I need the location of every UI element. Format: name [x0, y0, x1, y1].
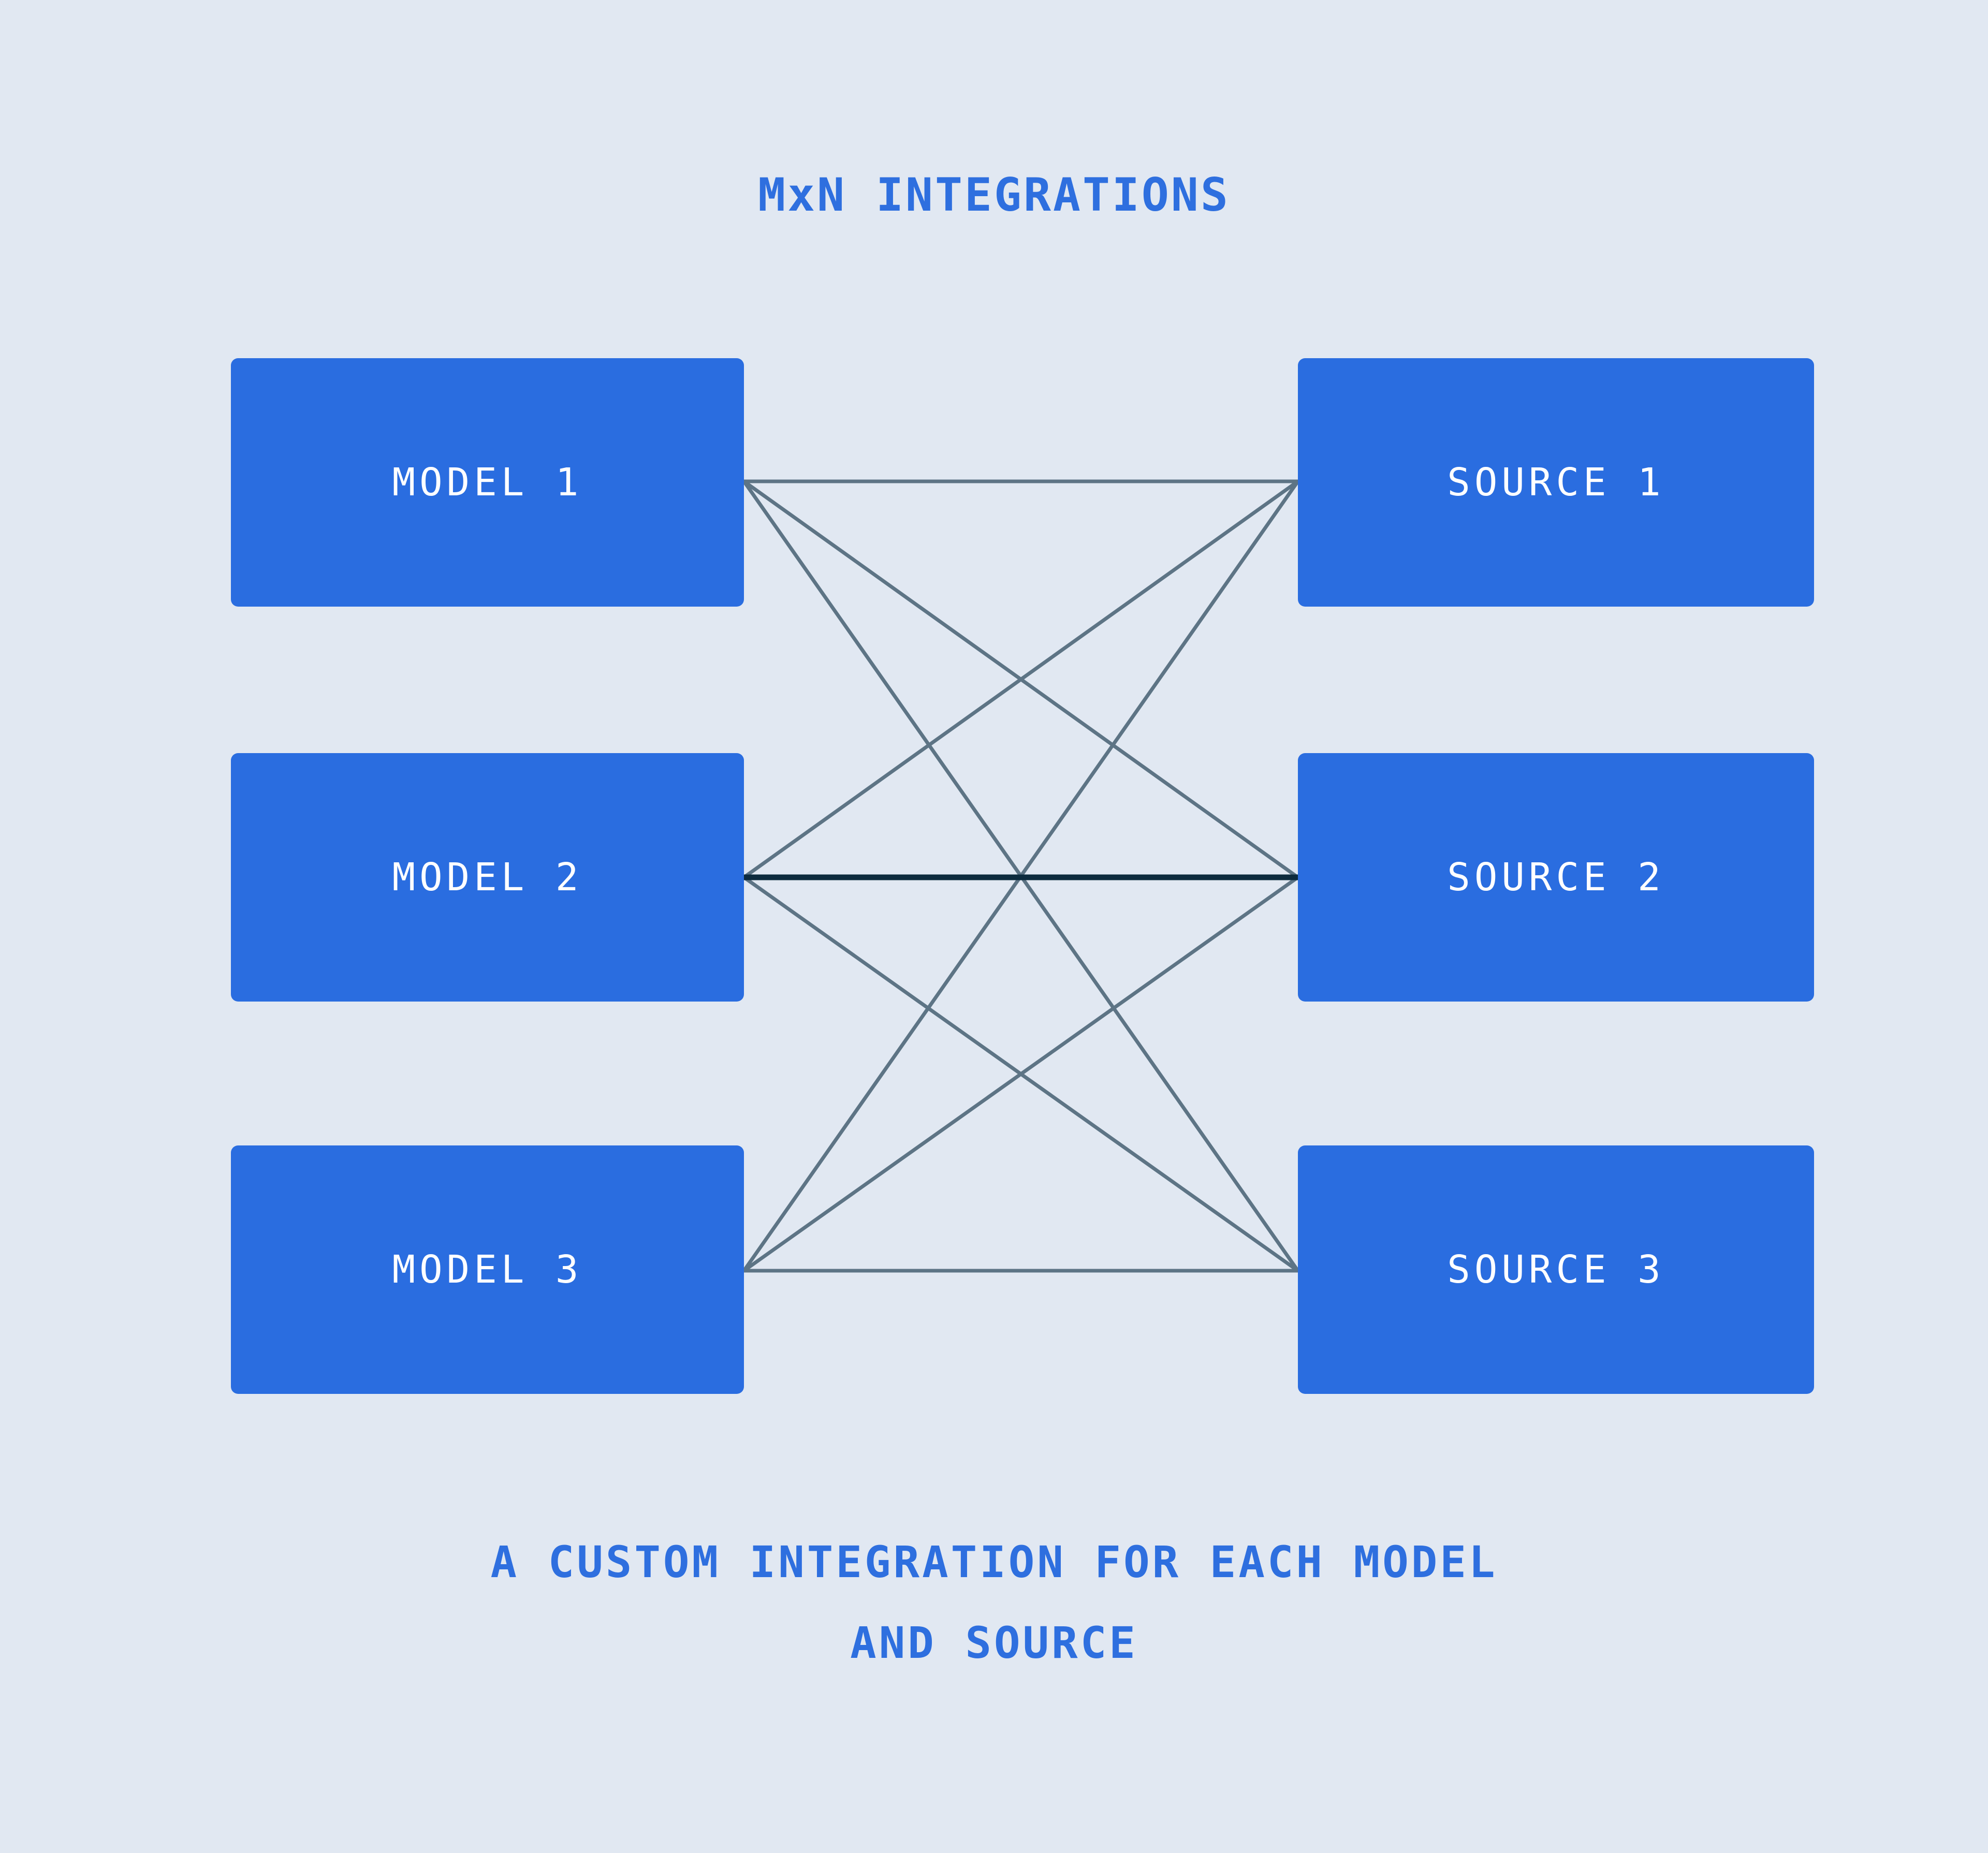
edge-group-normal [742, 479, 1299, 1273]
node-model-3[interactable]: MODEL 3 [231, 1145, 744, 1394]
node-source-3[interactable]: SOURCE 3 [1298, 1145, 1814, 1394]
node-model-2-label: MODEL 2 [392, 855, 583, 900]
node-model-1[interactable]: MODEL 1 [231, 358, 744, 607]
edge-model-3-to-source-2 [742, 876, 1299, 1272]
caption-line-1: A CUSTOM INTEGRATION FOR EACH MODEL [490, 1537, 1498, 1587]
node-source-1[interactable]: SOURCE 1 [1298, 358, 1814, 607]
edge-model-2-to-source-1 [742, 480, 1299, 879]
page-title: MxN INTEGRATIONS [758, 168, 1230, 222]
edge-model-1-to-source-3 [742, 480, 1299, 1272]
node-model-3-label: MODEL 3 [392, 1247, 583, 1292]
edge-model-2-to-source-3 [742, 876, 1299, 1272]
diagram-caption: A CUSTOM INTEGRATION FOR EACH MODEL AND … [0, 1522, 1988, 1683]
edge-model-3-to-source-1 [742, 480, 1299, 1272]
node-model-1-label: MODEL 1 [392, 460, 583, 505]
node-source-3-label: SOURCE 3 [1447, 1247, 1665, 1292]
caption-line-2: AND SOURCE [850, 1617, 1138, 1668]
node-model-2[interactable]: MODEL 2 [231, 753, 744, 1002]
node-source-1-label: SOURCE 1 [1447, 460, 1665, 505]
edge-model-1-to-source-2 [742, 480, 1299, 879]
node-source-2[interactable]: SOURCE 2 [1298, 753, 1814, 1002]
node-source-2-label: SOURCE 2 [1447, 855, 1665, 900]
